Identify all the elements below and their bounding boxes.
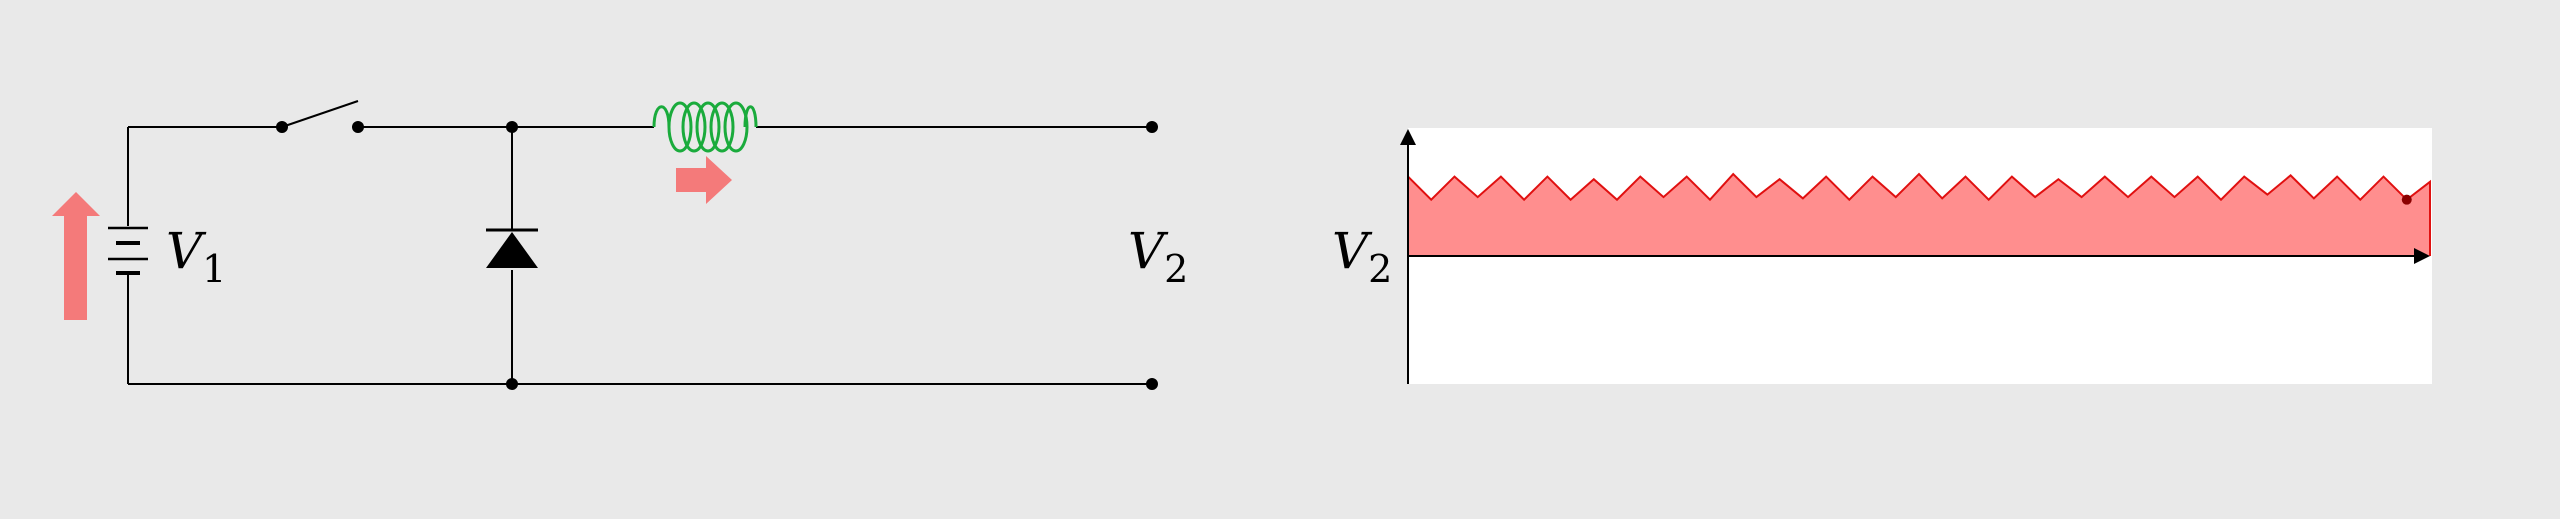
buck-converter-circuit: V1 V2 [52,100,1188,390]
v1-label: V1 [166,222,226,291]
diode-icon [486,228,538,268]
inductor-coil-icon [652,101,758,153]
plot-v2-label: V2 [1332,222,1392,291]
terminal-top-right [1146,121,1158,133]
plot-marks [1407,172,2431,256]
battery-icon [108,226,148,275]
arrow-right-icon [676,156,732,204]
v2-waveform-line [1407,172,2431,256]
arrow-up-icon [52,192,100,320]
switch-open-icon [276,100,364,133]
output-voltage-plot: V2 [1332,128,2432,384]
terminal-bottom-right [1146,378,1158,390]
v2-area-fill [1408,174,2430,256]
v2-label: V2 [1128,222,1188,291]
v2-end-point [2401,194,2412,205]
